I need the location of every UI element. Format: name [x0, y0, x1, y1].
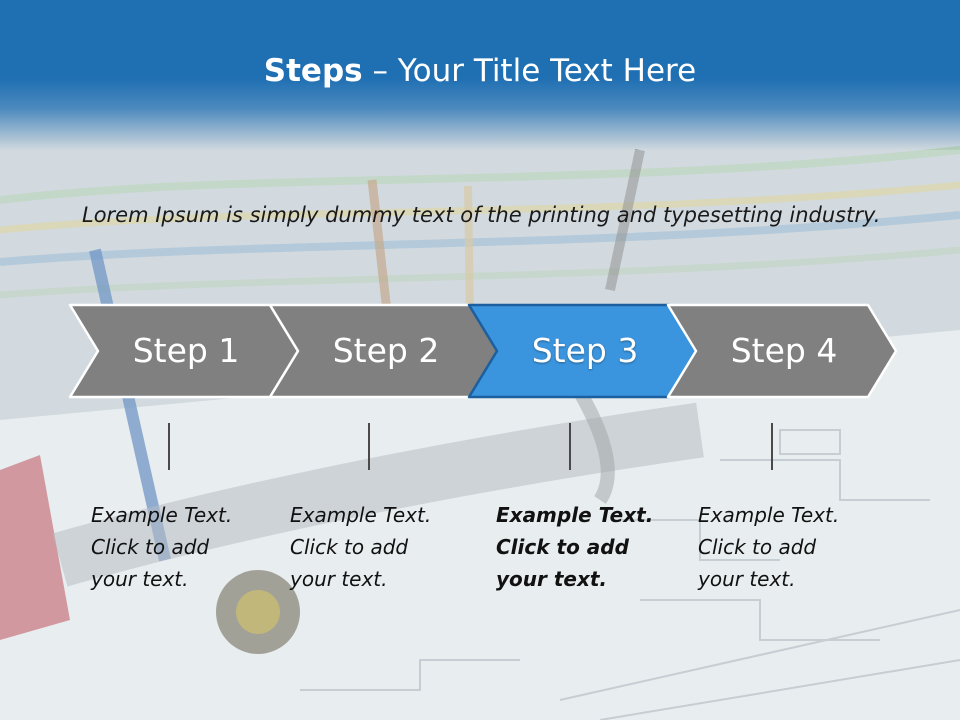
- header-bar: [0, 0, 960, 150]
- step-2-note[interactable]: Example Text. Click to add your text.: [290, 499, 490, 595]
- title-rest: – Your Title Text Here: [362, 53, 697, 89]
- step-4-connector: [771, 423, 773, 470]
- note-line: Example Text.: [698, 503, 840, 527]
- step-1-connector: [168, 423, 170, 470]
- note-line: your text.: [496, 567, 608, 591]
- note-line: Click to add: [698, 535, 817, 559]
- note-line: Click to add: [91, 535, 210, 559]
- slide-title[interactable]: Steps – Your Title Text Here: [0, 53, 960, 89]
- step-3-note[interactable]: Example Text. Click to add your text.: [496, 499, 696, 595]
- step-4-note[interactable]: Example Text. Click to add your text.: [698, 499, 898, 595]
- note-line: Example Text.: [91, 503, 233, 527]
- title-bold: Steps: [263, 53, 363, 89]
- note-line: your text.: [91, 567, 189, 591]
- step-2-connector: [368, 423, 370, 470]
- step-2-label: Step 2: [332, 331, 440, 370]
- step-3-label: Step 3: [531, 331, 639, 370]
- step-1-label: Step 1: [132, 331, 240, 370]
- step-1-note[interactable]: Example Text. Click to add your text.: [91, 499, 291, 595]
- intro-text[interactable]: Lorem Ipsum is simply dummy text of the …: [82, 203, 881, 227]
- note-line: Example Text.: [496, 503, 654, 527]
- note-line: Click to add: [496, 535, 629, 559]
- note-line: your text.: [290, 567, 388, 591]
- chevron-shape: [666, 303, 898, 399]
- step-1-chevron[interactable]: Step 1: [68, 303, 300, 399]
- step-4-chevron[interactable]: Step 4: [666, 303, 898, 399]
- note-line: your text.: [698, 567, 796, 591]
- step-3-connector: [569, 423, 571, 470]
- step-4-label: Step 4: [730, 331, 838, 370]
- step-3-chevron[interactable]: Step 3: [467, 303, 699, 399]
- note-line: Click to add: [290, 535, 409, 559]
- step-2-chevron[interactable]: Step 2: [268, 303, 500, 399]
- note-line: Example Text.: [290, 503, 432, 527]
